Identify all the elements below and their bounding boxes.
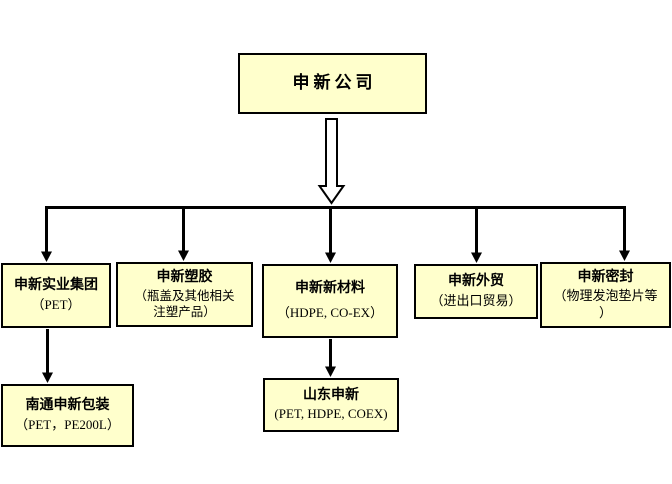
node-title: 申新实业集团	[14, 278, 98, 294]
node-subtitle: （HDPE, CO-EX）	[276, 305, 384, 321]
node-subtitle: (PET, HDPE, COEX)	[274, 406, 388, 422]
node-title: 申新新材料	[295, 280, 365, 296]
node-shenxin-sealing: 申新密封 （物理发泡垫片等 ）	[540, 262, 671, 328]
node-title: 南通申新包装	[25, 398, 110, 414]
node-subtitle: （PET，PE200L）	[15, 416, 120, 432]
node-title: 申新密封	[577, 269, 634, 285]
node-subtitle: （瓶盖及其他相关 注塑产品）	[134, 288, 235, 320]
node-shandong-shenxin: 山东申新 (PET, HDPE, COEX)	[263, 378, 399, 432]
node-shenxin-plastics: 申新塑胶 （瓶盖及其他相关 注塑产品）	[116, 262, 253, 327]
node-title: 申新公司	[292, 73, 377, 93]
node-title: 山东申新	[303, 387, 359, 403]
node-subtitle: （物理发泡垫片等 ）	[553, 287, 658, 320]
node-shenxin-new-materials: 申新新材料 （HDPE, CO-EX）	[262, 264, 398, 338]
node-shenxin-industrial-group: 申新实业集团 （PET）	[1, 263, 111, 328]
node-shenxin-company: 申新公司	[238, 53, 427, 114]
node-subtitle: （PET）	[31, 296, 81, 312]
down-block-arrow-icon	[317, 118, 346, 205]
node-title: 申新塑胶	[156, 269, 213, 285]
branch-drop-lines	[41, 206, 630, 383]
node-title: 申新外贸	[448, 274, 504, 290]
node-subtitle: （进出口贸易）	[430, 292, 522, 308]
node-nantong-shenxin-packaging: 南通申新包装 （PET，PE200L）	[1, 384, 134, 447]
node-shenxin-foreign-trade: 申新外贸 （进出口贸易）	[414, 264, 538, 319]
